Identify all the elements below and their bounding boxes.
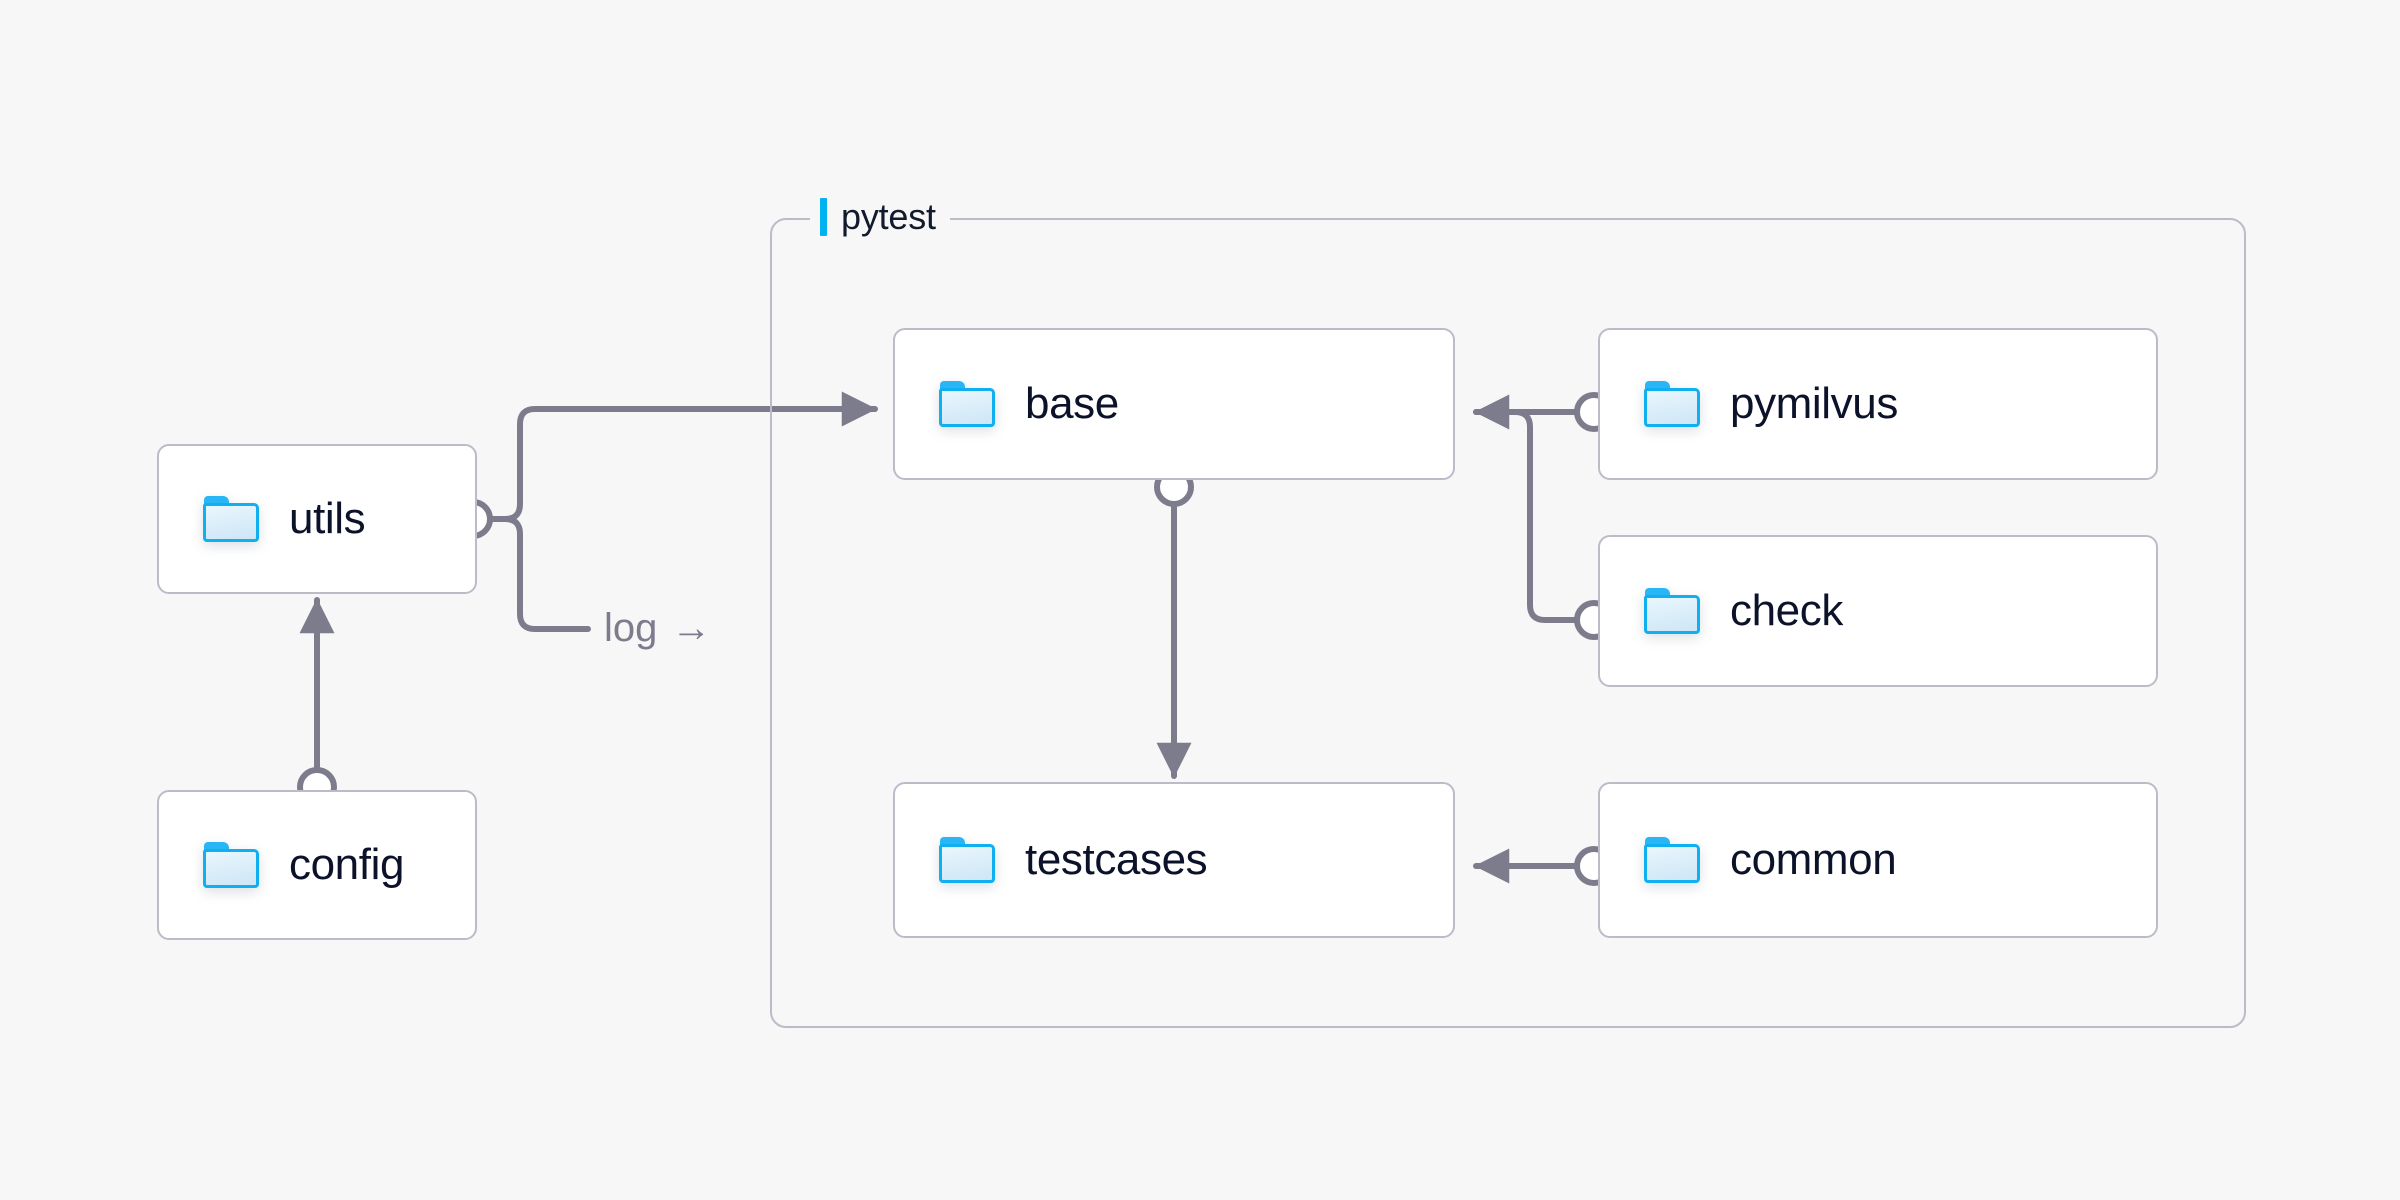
folder-icon bbox=[1644, 837, 1700, 883]
folder-icon bbox=[939, 837, 995, 883]
folder-icon bbox=[203, 496, 259, 542]
node-label-common: common bbox=[1730, 835, 1897, 884]
node-label-utils: utils bbox=[289, 494, 366, 543]
node-testcases[interactable]: testcases bbox=[893, 782, 1455, 938]
node-label-check: check bbox=[1730, 586, 1843, 635]
node-label-config: config bbox=[289, 840, 405, 889]
group-pytest-label: pytest bbox=[810, 194, 950, 240]
node-label-testcases: testcases bbox=[1025, 835, 1208, 884]
folder-icon bbox=[203, 842, 259, 888]
edge-utils-log bbox=[474, 516, 591, 632]
group-title: pytest bbox=[841, 196, 936, 237]
node-common[interactable]: common bbox=[1598, 782, 2158, 938]
node-config[interactable]: config bbox=[157, 790, 477, 940]
node-utils[interactable]: utils bbox=[157, 444, 477, 594]
group-pytest[interactable] bbox=[770, 218, 2246, 1028]
arrow-right-icon: → bbox=[671, 606, 712, 650]
folder-icon bbox=[1644, 588, 1700, 634]
node-pymilvus[interactable]: pymilvus bbox=[1598, 328, 2158, 480]
accent-bar-icon bbox=[820, 198, 827, 236]
node-base[interactable]: base bbox=[893, 328, 1455, 480]
node-label-base: base bbox=[1025, 379, 1119, 428]
edge-label-log-text: log bbox=[604, 606, 658, 650]
node-check[interactable]: check bbox=[1598, 535, 2158, 687]
edge-label-log: log → bbox=[604, 606, 711, 651]
folder-icon bbox=[939, 381, 995, 427]
node-label-pymilvus: pymilvus bbox=[1730, 379, 1898, 428]
folder-icon bbox=[1644, 381, 1700, 427]
